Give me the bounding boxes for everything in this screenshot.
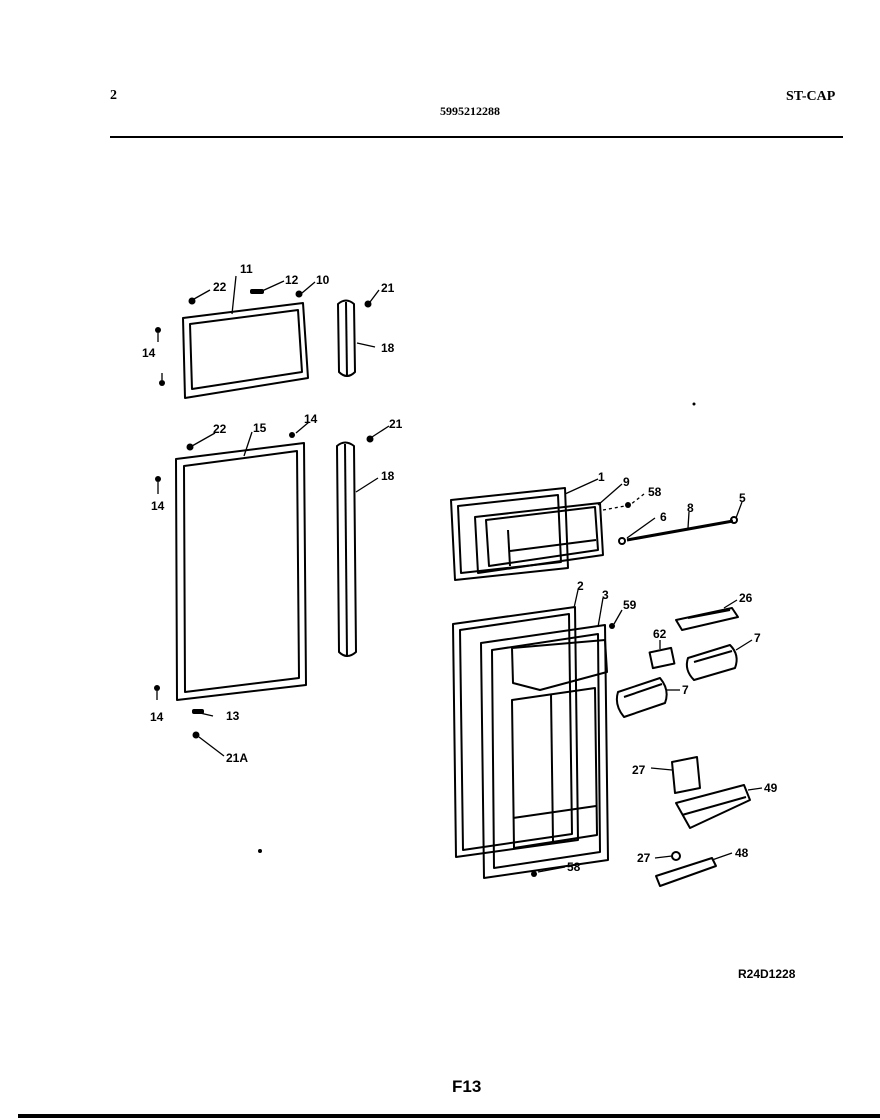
callout-14: 14 bbox=[304, 412, 318, 426]
door-shelf-bar bbox=[671, 756, 751, 829]
callout-26: 26 bbox=[739, 591, 753, 605]
callout-21: 21 bbox=[381, 281, 395, 295]
callout-21: 21 bbox=[389, 417, 403, 431]
dairy-door bbox=[675, 607, 739, 631]
leader-lines bbox=[191, 275, 763, 873]
speck bbox=[692, 402, 696, 406]
callout-22: 22 bbox=[213, 422, 227, 436]
freezer-handle bbox=[337, 299, 356, 378]
callout-14: 14 bbox=[151, 499, 165, 513]
page-bottom-edge bbox=[18, 1114, 880, 1118]
callout-14: 14 bbox=[150, 710, 164, 724]
callout-labels: 11 12 10 22 14 21 18 22 15 14 21 14 18 1… bbox=[142, 262, 778, 874]
callout-27: 27 bbox=[637, 851, 651, 865]
model-number: 5995212288 bbox=[440, 104, 500, 118]
screw-10 bbox=[295, 290, 303, 298]
callout-9: 9 bbox=[623, 475, 630, 489]
callout-59: 59 bbox=[623, 598, 637, 612]
screw-59 bbox=[609, 623, 615, 629]
bracket-13 bbox=[192, 709, 204, 714]
screw-22b bbox=[186, 443, 194, 451]
shelf-rod bbox=[618, 516, 738, 545]
callout-13: 13 bbox=[226, 709, 240, 723]
figure-label: F13 bbox=[452, 1077, 482, 1096]
callout-8: 8 bbox=[687, 501, 694, 515]
callout-5: 5 bbox=[739, 491, 746, 505]
callout-27: 27 bbox=[632, 763, 646, 777]
callout-12: 12 bbox=[285, 273, 299, 287]
dairy-bin-small bbox=[648, 646, 676, 670]
callout-62: 62 bbox=[653, 627, 667, 641]
door-bin-lower bbox=[615, 677, 668, 718]
callout-7: 7 bbox=[754, 631, 761, 645]
callout-3: 3 bbox=[602, 588, 609, 602]
page-number: 2 bbox=[110, 88, 117, 103]
screw-21A bbox=[192, 731, 200, 739]
callout-10: 10 bbox=[316, 273, 330, 287]
freezer-door-shelf bbox=[474, 502, 604, 574]
screw-21b bbox=[366, 435, 374, 443]
header-rule bbox=[110, 136, 843, 138]
screw-58b bbox=[531, 871, 537, 877]
callout-14: 14 bbox=[142, 346, 156, 360]
fresh-food-door-gasket bbox=[175, 442, 307, 701]
callout-48: 48 bbox=[735, 846, 749, 860]
screw-14c bbox=[289, 432, 295, 438]
hinge-pin-14a bbox=[155, 327, 161, 333]
hinge-pin-stems bbox=[156, 333, 163, 700]
callout-6: 6 bbox=[660, 510, 667, 524]
callout-21A: 21A bbox=[226, 751, 248, 765]
screw-21a bbox=[364, 300, 372, 308]
fresh-food-inner-door bbox=[480, 624, 609, 879]
screw-22a bbox=[188, 297, 196, 305]
callout-18: 18 bbox=[381, 341, 395, 355]
hinge-pin-14d bbox=[154, 685, 160, 691]
cap-12 bbox=[250, 289, 264, 294]
fasteners bbox=[154, 289, 696, 877]
callout-18: 18 bbox=[381, 469, 395, 483]
callout-22: 22 bbox=[213, 280, 227, 294]
callout-1: 1 bbox=[598, 470, 605, 484]
screw-58a bbox=[625, 502, 631, 508]
fresh-food-door-liner-gasket bbox=[452, 606, 579, 858]
speck bbox=[258, 849, 262, 853]
hinge-pin-14c bbox=[155, 476, 161, 482]
fresh-food-handle bbox=[336, 441, 357, 658]
callout-58: 58 bbox=[648, 485, 662, 499]
callout-15: 15 bbox=[253, 421, 267, 435]
hinge-pin-14b bbox=[159, 380, 165, 386]
callout-49: 49 bbox=[764, 781, 778, 795]
diagram-reference: R24D1228 bbox=[738, 967, 796, 981]
callout-2: 2 bbox=[577, 579, 584, 593]
callout-11: 11 bbox=[240, 262, 253, 276]
freezer-door-gasket bbox=[182, 302, 309, 399]
door-bin-upper bbox=[685, 644, 738, 681]
freezer-inner-door bbox=[450, 487, 569, 581]
callout-58: 58 bbox=[567, 860, 581, 874]
section-code: ST-CAP bbox=[786, 89, 836, 104]
callout-7: 7 bbox=[682, 683, 689, 697]
